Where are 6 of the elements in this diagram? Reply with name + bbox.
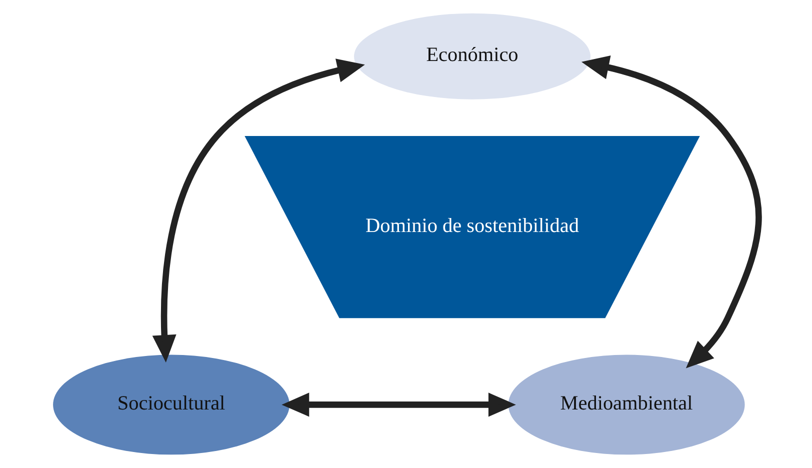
node-ellipse: Sociocultural bbox=[53, 354, 290, 455]
arrow bbox=[152, 58, 365, 362]
arrow bbox=[581, 56, 762, 368]
node-ellipse: Medioambiental bbox=[508, 354, 745, 455]
arrow bbox=[282, 392, 516, 417]
node-ellipse: Económico bbox=[354, 13, 590, 100]
